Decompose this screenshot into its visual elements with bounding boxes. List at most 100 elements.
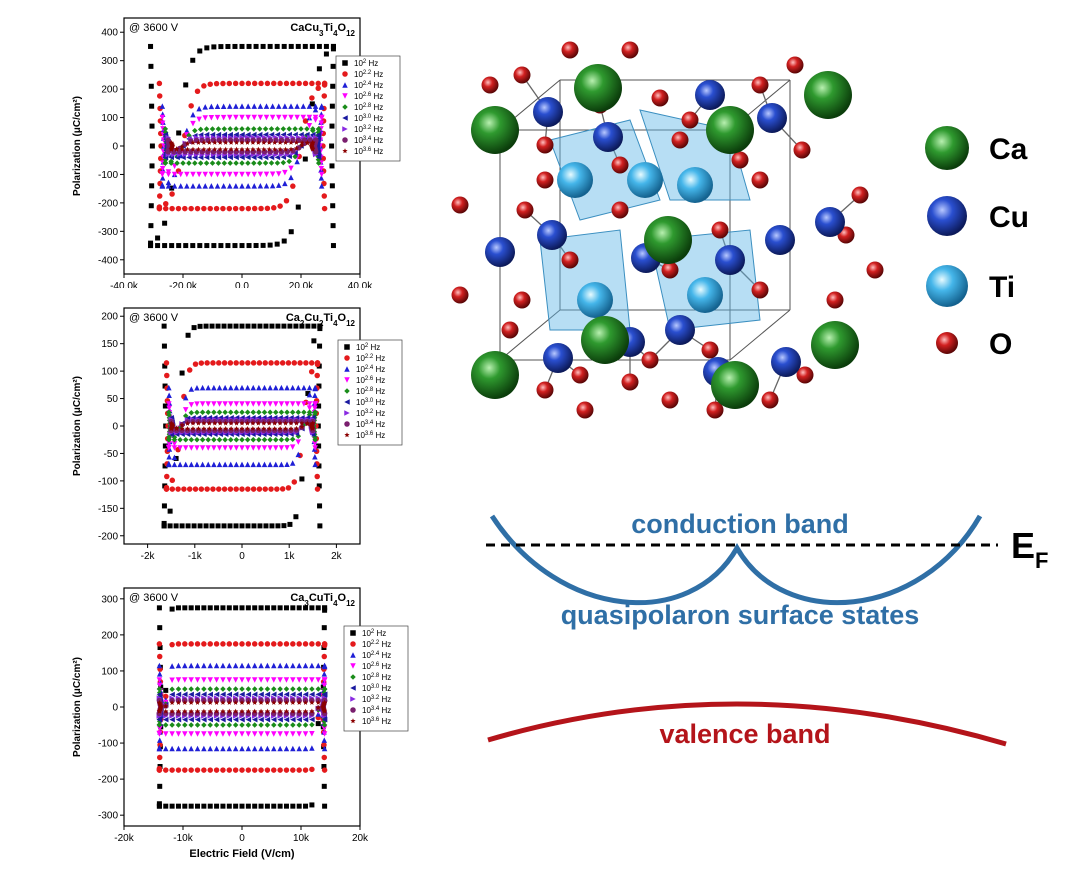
- data-point: [283, 677, 290, 683]
- data-point: [299, 424, 305, 430]
- data-point: [261, 445, 268, 451]
- legend-marker: [342, 60, 348, 66]
- data-point: [174, 425, 180, 431]
- data-point: [266, 146, 272, 152]
- o-atom: [731, 151, 749, 169]
- data-point: [244, 420, 251, 426]
- data-point: [245, 205, 252, 212]
- data-point: [272, 420, 278, 426]
- data-point: [167, 523, 173, 529]
- legend-entry: 103.4 Hz: [356, 420, 385, 429]
- data-point: [188, 103, 194, 109]
- ca-legend-icon: [925, 126, 969, 170]
- data-point: [310, 420, 316, 426]
- data-point: [162, 126, 169, 132]
- data-point: [162, 220, 168, 226]
- data-point: [271, 677, 277, 683]
- y-tick-label: 150: [101, 339, 118, 350]
- data-point: [203, 126, 210, 132]
- data-point: [208, 171, 215, 178]
- legend-marker: [344, 388, 350, 394]
- data-point: [227, 401, 234, 407]
- data-point: [226, 605, 232, 611]
- data-point: [195, 425, 202, 431]
- legend-marker: [344, 344, 350, 350]
- cu-atom: [537, 220, 567, 250]
- data-point: [323, 51, 329, 57]
- data-point: [256, 384, 262, 391]
- data-point: [205, 461, 211, 468]
- data-point: [245, 699, 251, 705]
- data-point: [226, 641, 233, 647]
- data-point: [288, 146, 294, 152]
- data-point: [239, 205, 245, 212]
- data-point: [296, 686, 302, 692]
- data-point: [302, 731, 309, 737]
- data-point: [157, 625, 163, 631]
- data-point: [289, 444, 296, 450]
- data-point: [309, 699, 315, 705]
- data-point: [290, 677, 296, 683]
- data-point: [283, 198, 290, 204]
- data-point: [188, 710, 194, 717]
- data-point: [156, 803, 162, 809]
- data-point: [232, 641, 239, 647]
- data-point: [166, 409, 172, 416]
- data-point: [263, 171, 270, 178]
- legend-entry: 102 Hz: [362, 629, 386, 638]
- data-point: [321, 193, 328, 199]
- data-point: [232, 722, 239, 728]
- data-point: [258, 708, 264, 714]
- data-point: [220, 803, 226, 809]
- data-point: [175, 699, 182, 705]
- data-point: [239, 171, 245, 178]
- data-point: [218, 44, 224, 50]
- data-point: [277, 691, 283, 698]
- data-point: [290, 745, 296, 752]
- fermi-level-label: EF: [1011, 525, 1048, 573]
- data-point: [166, 412, 172, 418]
- ti-atom: [557, 162, 593, 198]
- data-point: [207, 710, 213, 717]
- data-point: [278, 461, 285, 468]
- data-point: [220, 731, 226, 737]
- data-point: [315, 605, 321, 611]
- data-point: [267, 242, 273, 248]
- data-point: [203, 160, 210, 166]
- data-point: [205, 409, 211, 416]
- voltage-annotation: @ 3600 V: [129, 312, 179, 324]
- data-point: [266, 425, 272, 431]
- data-point: [223, 146, 229, 152]
- data-point: [283, 691, 290, 698]
- data-point: [159, 114, 166, 121]
- conduction-band-curve: [489, 514, 983, 605]
- data-point: [201, 686, 207, 692]
- data-point: [250, 384, 257, 391]
- data-point: [263, 103, 270, 109]
- data-point: [163, 703, 169, 709]
- data-point: [233, 708, 239, 714]
- legend-entry: 102.2 Hz: [354, 70, 383, 79]
- fermi-letter: E: [1011, 525, 1035, 566]
- data-point: [274, 154, 281, 161]
- data-point: [202, 115, 208, 121]
- data-point: [213, 677, 220, 683]
- data-point: [232, 686, 239, 692]
- data-point: [159, 103, 166, 109]
- data-point: [293, 425, 300, 431]
- o-atom: [536, 136, 554, 154]
- data-point: [293, 139, 300, 145]
- data-point: [302, 43, 308, 49]
- data-point: [302, 710, 309, 717]
- data-point: [303, 605, 309, 611]
- data-point: [188, 386, 195, 392]
- data-point: [302, 691, 309, 698]
- voltage-annotation: @ 3600 V: [129, 22, 179, 34]
- data-point: [239, 427, 245, 434]
- data-point: [318, 114, 325, 121]
- data-point: [163, 803, 169, 809]
- data-point: [277, 686, 283, 692]
- data-point: [251, 641, 258, 647]
- data-point: [284, 384, 290, 391]
- data-point: [322, 605, 328, 611]
